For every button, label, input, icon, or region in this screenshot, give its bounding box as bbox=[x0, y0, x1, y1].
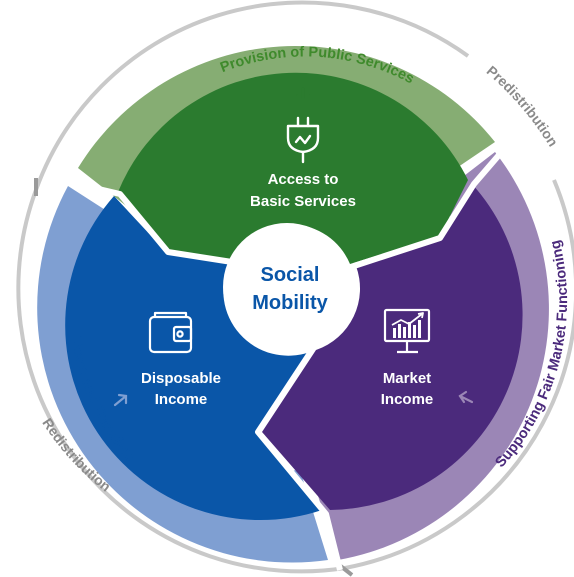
segment-separators bbox=[59, 146, 508, 571]
center-title-line2: Mobility bbox=[252, 292, 328, 314]
center-title-line1: Social bbox=[261, 264, 320, 286]
plug-icon bbox=[286, 116, 320, 164]
access-label-line2: Basic Services bbox=[250, 193, 356, 210]
market-label-line2: Income bbox=[381, 391, 434, 408]
chart-monitor-icon bbox=[383, 308, 431, 354]
segment-market bbox=[262, 184, 523, 510]
provision-arrow-icon bbox=[295, 86, 311, 103]
center-circle bbox=[223, 223, 351, 351]
segment-access bbox=[118, 72, 468, 265]
ring-segment-taxes bbox=[37, 186, 329, 563]
market-label-line1: Market bbox=[383, 370, 431, 387]
segment-disposable bbox=[65, 196, 322, 521]
wallet-icon bbox=[148, 311, 193, 354]
disposable-label-line1: Disposable bbox=[141, 370, 221, 387]
ring-segment-provision bbox=[78, 45, 495, 212]
taxes-band bbox=[37, 186, 329, 563]
supporting-arrow-icon bbox=[458, 390, 474, 404]
disposable-label-line2: Income bbox=[155, 391, 208, 408]
access-label-line1: Access to bbox=[268, 171, 339, 188]
provision-band bbox=[78, 45, 495, 212]
taxes-arrow-icon bbox=[113, 393, 128, 407]
